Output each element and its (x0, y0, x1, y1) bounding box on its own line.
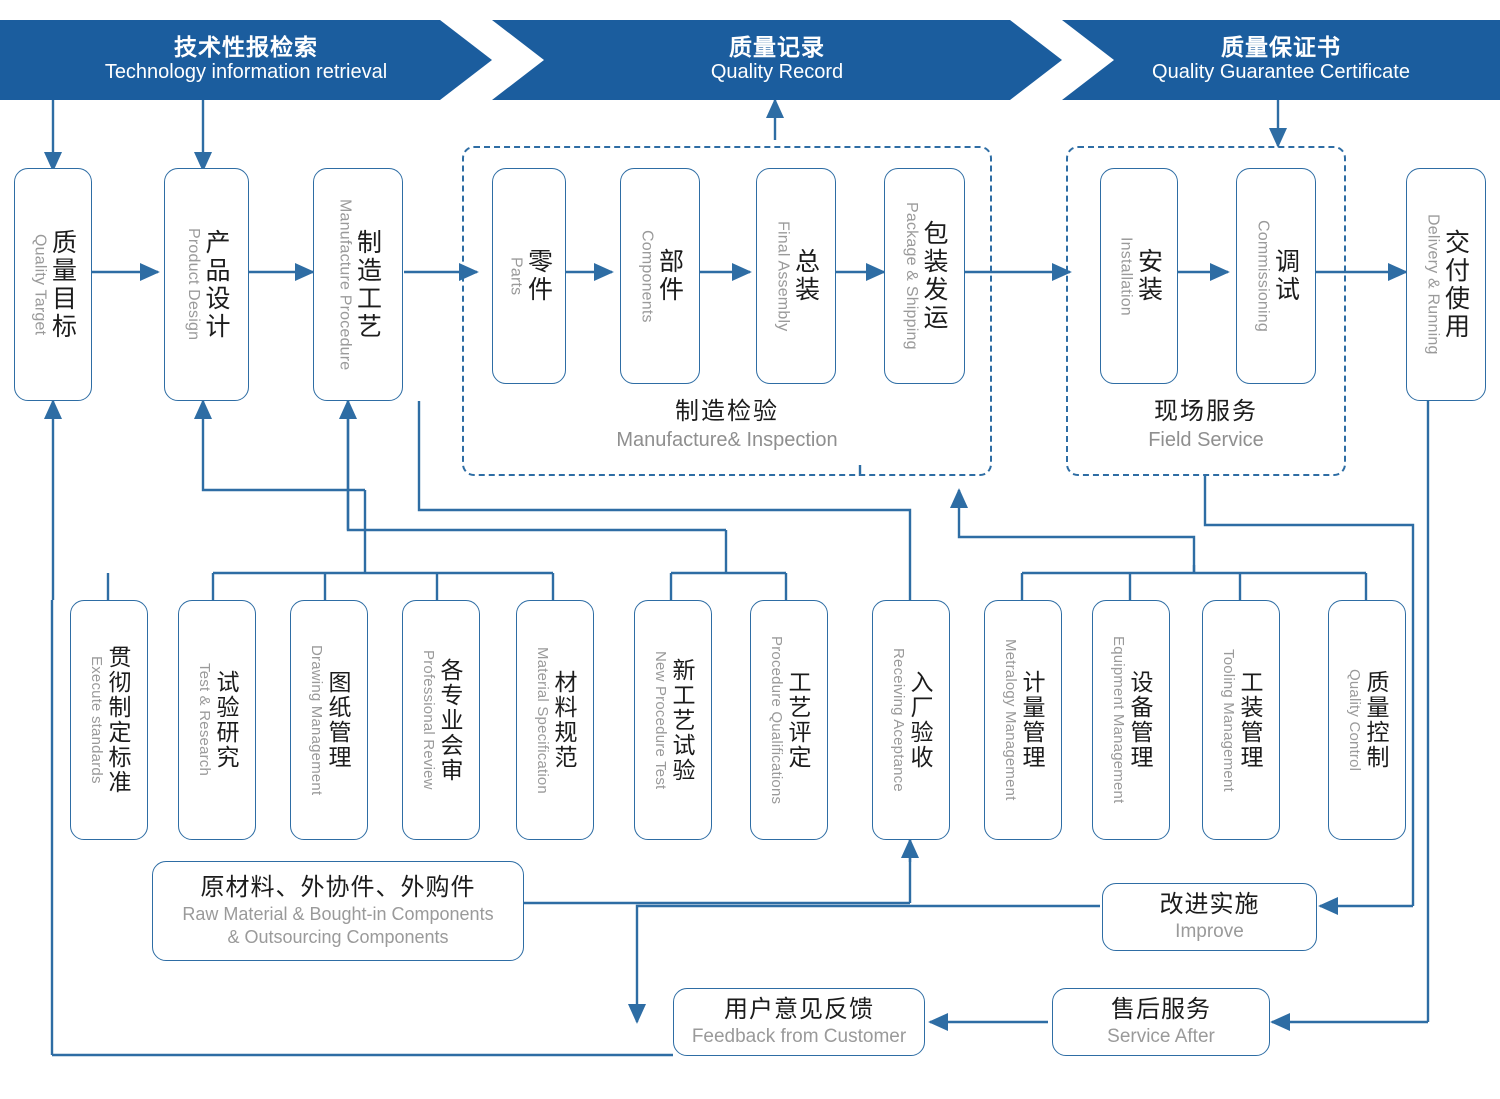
node-label-en: Final Assembly (774, 220, 792, 332)
node-label-en: Commissioning (1254, 220, 1272, 332)
node-label-en: Manufacture Procedure (336, 198, 354, 371)
node-material-specification[interactable]: 材料规范 Material Specification (516, 600, 594, 840)
node-label-cn: 工装管理 (1237, 670, 1263, 770)
node-quality-target[interactable]: 质量目标 Quality Target (14, 168, 92, 401)
group-label-cn: 现场服务 (1154, 398, 1258, 425)
node-final-assembly[interactable]: 总装 Final Assembly (756, 168, 836, 384)
banner-title-cn: 质量保证书 (1221, 34, 1341, 61)
node-label-cn: 质量目标 (48, 228, 77, 341)
banner-quality-guarantee-certificate: 质量保证书 Quality Guarantee Certificate (1062, 20, 1500, 100)
node-label-cn: 试验研究 (213, 670, 239, 770)
node-label-en: Parts (507, 256, 525, 296)
node-label-cn: 原材料、外协件、外购件 (200, 873, 476, 901)
node-label-cn: 新工艺试验 (669, 657, 695, 783)
node-manufacture-procedure[interactable]: 制造工艺 Manufacture Procedure (313, 168, 403, 401)
node-label-en: Service After (1107, 1026, 1215, 1048)
node-receiving-acceptance[interactable]: 入厂验收 Receiving Aceptance (872, 600, 950, 840)
node-label-cn: 各专业会审 (437, 657, 463, 783)
node-label-en: Equipment Management (1110, 636, 1127, 804)
node-label-cn: 制造工艺 (353, 228, 382, 341)
node-procedure-qualifications[interactable]: 工艺评定 Procedure Qualifications (750, 600, 828, 840)
node-label-en: Tooling Management (1220, 648, 1237, 792)
node-label-cn: 产品设计 (202, 228, 230, 341)
node-label-cn: 售后服务 (1111, 996, 1211, 1024)
banner-quality-record: 质量记录 Quality Record (492, 20, 1062, 100)
node-label-cn: 零件 (524, 248, 553, 304)
node-label-en: New Procedure Test (652, 650, 669, 790)
node-label-cn: 交付使用 (1441, 228, 1470, 341)
node-installation[interactable]: 安装 Installation (1100, 168, 1178, 384)
node-label-en: Improve (1175, 921, 1244, 943)
node-label-cn: 计量管理 (1019, 670, 1045, 770)
banner-technology-information-retrieval: 技术性报检索 Technology information retrieval (0, 20, 492, 100)
node-label-cn: 用户意见反馈 (724, 996, 874, 1024)
node-quality-control[interactable]: 质量控制 Quality Control (1328, 600, 1406, 840)
node-label-en: Test & Research (196, 663, 213, 777)
node-raw-material[interactable]: 原材料、外协件、外购件 Raw Material & Bought-in Com… (152, 861, 524, 961)
node-product-design[interactable]: 产品设计 Product Design (164, 168, 249, 401)
node-label-en: Package & Shipping (903, 202, 920, 350)
node-tooling-management[interactable]: 工装管理 Tooling Management (1202, 600, 1280, 840)
node-label-en-line2: & Outsourcing Components (227, 927, 449, 947)
node-label-cn: 质量控制 (1363, 670, 1389, 770)
node-label-cn: 贯彻制定标准 (105, 645, 131, 795)
node-label-en: Quality Control (1346, 668, 1363, 772)
banner-title-en: Technology information retrieval (104, 61, 388, 84)
node-label-cn: 包装发运 (920, 220, 948, 332)
node-metralogy-management[interactable]: 计量管理 Metralogy Management (984, 600, 1062, 840)
node-package-shipping[interactable]: 包装发运 Package & Shipping (884, 168, 965, 384)
node-parts[interactable]: 零件 Parts (492, 168, 566, 384)
group-label-manufacture-inspection: 制造检验 Manufacture& Inspection (562, 396, 892, 453)
node-label-en: Components (638, 229, 656, 323)
node-label-cn: 图纸管理 (325, 670, 351, 770)
banner-title-cn: 质量记录 (729, 34, 825, 61)
group-label-cn: 制造检验 (675, 398, 779, 425)
node-execute-standards[interactable]: 贯彻制定标准 Execute standards (70, 600, 148, 840)
group-label-en: Manufacture& Inspection (616, 429, 838, 452)
node-label-en: Metralogy Management (1002, 639, 1019, 801)
node-label-cn: 总装 (791, 248, 820, 304)
node-feedback-from-customer[interactable]: 用户意见反馈 Feedback from Customer (673, 988, 925, 1056)
node-label-cn: 部件 (655, 248, 684, 304)
node-improve[interactable]: 改进实施 Improve (1102, 883, 1317, 951)
node-label-en: Drawing Management (308, 644, 325, 796)
node-label-cn: 改进实施 (1159, 891, 1260, 919)
node-label-en: Feedback from Customer (691, 1026, 907, 1048)
node-label-cn: 设备管理 (1127, 670, 1153, 770)
banner-title-cn: 技术性报检索 (174, 34, 318, 61)
node-drawing-management[interactable]: 图纸管理 Drawing Management (290, 600, 368, 840)
node-commissioning[interactable]: 调试 Commissioning (1236, 168, 1316, 384)
node-equipment-management[interactable]: 设备管理 Equipment Management (1092, 600, 1170, 840)
banner-title-en: Quality Guarantee Certificate (1152, 61, 1410, 84)
node-professional-review[interactable]: 各专业会审 Professional Review (402, 600, 480, 840)
group-manufacture-inspection (462, 146, 992, 476)
node-service-after[interactable]: 售后服务 Service After (1052, 988, 1270, 1056)
node-delivery-running[interactable]: 交付使用 Delivery & Running (1406, 168, 1486, 401)
node-label-cn: 入厂验收 (907, 670, 933, 770)
node-label-en: Installation (1117, 236, 1135, 316)
group-field-service (1066, 146, 1346, 476)
banner-title-en: Quality Record (710, 61, 844, 84)
node-label-en: Procedure Qualifications (768, 635, 785, 805)
node-label-en: Professional Review (420, 650, 437, 790)
node-label-en: Material Specification (534, 646, 551, 794)
node-new-procedure-test[interactable]: 新工艺试验 New Procedure Test (634, 600, 712, 840)
node-components[interactable]: 部件 Components (620, 168, 700, 384)
node-label-cn: 材料规范 (551, 670, 577, 770)
group-label-field-service: 现场服务 Field Service (1086, 396, 1326, 453)
node-label-en-line1: Raw Material & Bought-in Components (182, 903, 494, 924)
group-label-en: Field Service (1148, 429, 1264, 452)
node-label-en: Quality Target (31, 233, 49, 336)
node-label-en: Product Design (185, 228, 202, 341)
node-test-research[interactable]: 试验研究 Test & Research (178, 600, 256, 840)
node-label-en: Delivery & Running (1424, 214, 1442, 355)
node-label-cn: 安装 (1134, 248, 1163, 304)
node-label-en: Receiving Aceptance (890, 648, 907, 792)
node-label-en: Execute standards (88, 656, 105, 784)
node-label-cn: 调试 (1271, 248, 1300, 304)
node-label-cn: 工艺评定 (785, 670, 811, 770)
